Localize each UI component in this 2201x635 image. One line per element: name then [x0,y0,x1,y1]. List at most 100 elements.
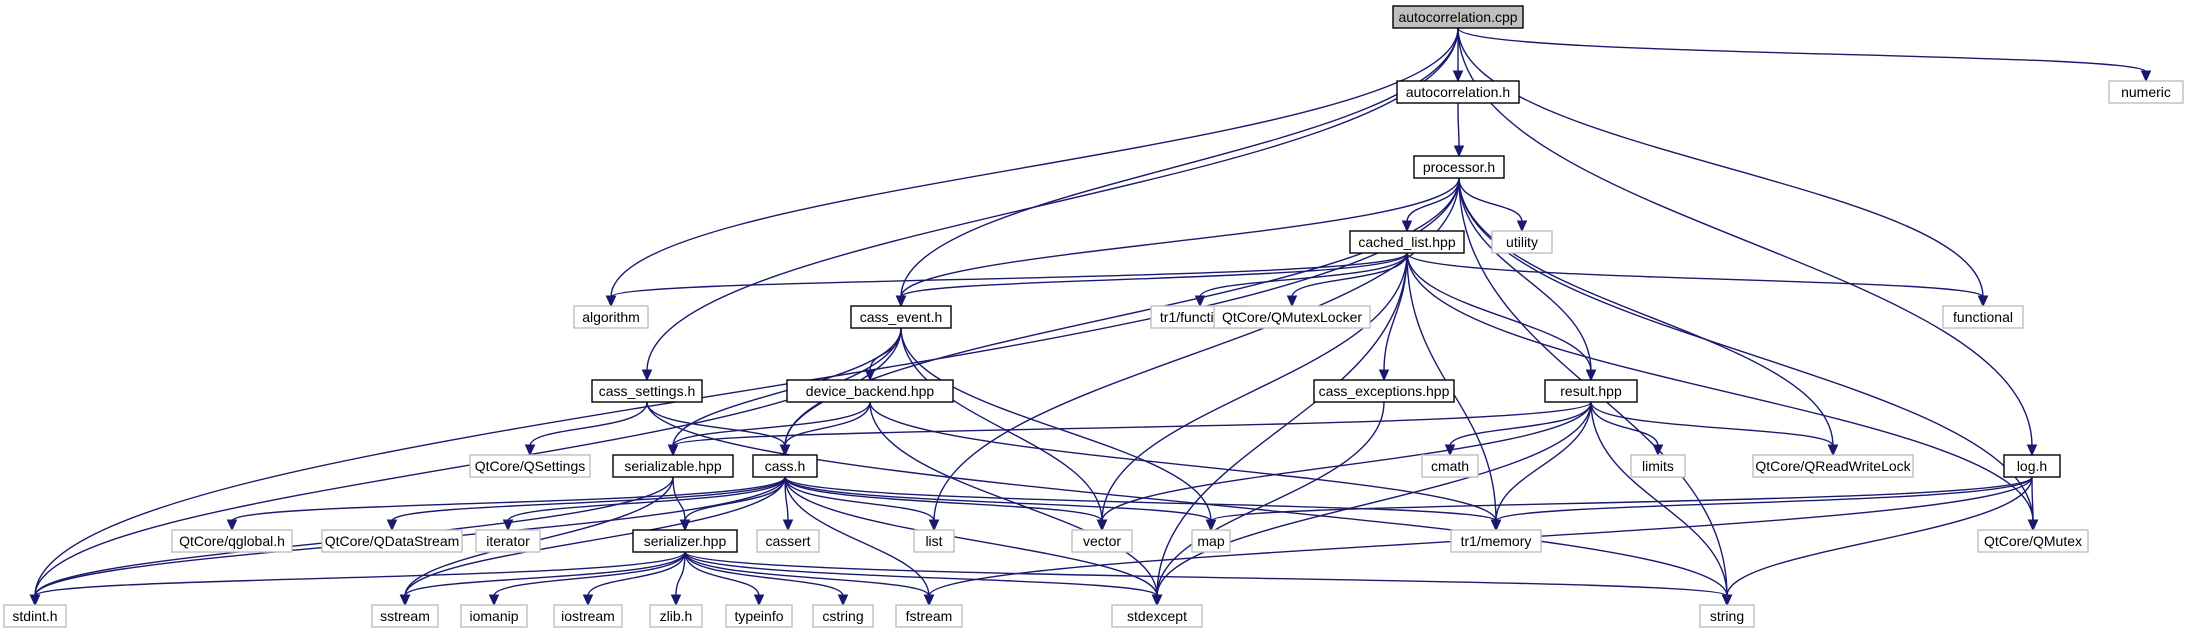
node-label: algorithm [582,309,640,325]
edge-processor_h-to-utility [1458,177,1528,233]
node-label: cass_settings.h [599,383,696,399]
node-cass-h[interactable]: cass.h [752,454,818,478]
node-box [321,529,463,553]
edge-line [1449,401,1592,447]
node-algorithm: algorithm [573,305,649,329]
node-label: QtCore/QDataStream [325,533,460,549]
edge-line [1457,102,1460,148]
edge-line [1590,401,1834,447]
node-typeinfo: typeinfo [725,604,793,628]
node-serializable-hpp[interactable]: serializable.hpp [612,454,734,478]
node-box [2003,454,2061,478]
edge-cass_settings_h-to-qsettings [524,401,648,457]
node-label: stdint.h [12,608,57,624]
node-autocorrelation-h[interactable]: autocorrelation.h [1396,80,1520,104]
edge-line [1406,252,1592,372]
edge-cass_h-to-list [784,476,940,532]
edge-line [507,476,786,522]
edge-serializer_hpp-to-fstream [684,551,935,607]
edge-line [34,551,686,597]
node-cass-settings-h[interactable]: cass_settings.h [591,379,703,403]
node-numeric: numeric [2108,80,2184,104]
node-label: QtCore/qglobal.h [179,533,285,549]
arrowhead-icon [2027,519,2039,532]
node-label: numeric [2121,84,2171,100]
arrowhead-icon [782,519,794,532]
node-processor-h[interactable]: processor.h [1413,155,1505,179]
edge-cass_h-to-qglobal_h [226,476,786,532]
node-label: limits [1642,458,1674,474]
edge-line [646,401,786,447]
edge-line [404,476,786,597]
arrowhead-icon [1378,369,1390,382]
node-iterator: iterator [475,529,541,553]
node-autocorrelation-cpp[interactable]: autocorrelation.cpp [1392,5,1524,29]
edge-serializer_hpp-to-iostream [582,551,686,607]
edge-cass_h-to-tr1_memory [784,476,1502,532]
node-cass-exceptions-hpp[interactable]: cass_exceptions.hpp [1313,379,1455,403]
node-box [1213,305,1371,329]
node-cass-event-h[interactable]: cass_event.h [850,305,952,329]
edge-serializer_hpp-to-sstream [399,551,686,607]
node-label: cassert [765,533,810,549]
node-sstream: sstream [371,604,439,628]
edge-line [1458,177,1523,223]
edge-line [900,177,1460,298]
node-box [475,529,541,553]
node-label: map [1197,533,1224,549]
edge-line [900,252,1408,298]
edge-line [784,476,1212,522]
edge-line [672,401,871,447]
edge-serializer_hpp-to-string [684,551,1733,607]
node-label: QtCore/QSettings [475,458,586,474]
arrowhead-icon [386,519,398,532]
arrowhead-icon [641,369,653,382]
node-serializer-hpp[interactable]: serializer.hpp [632,529,738,553]
node-vector: vector [1071,529,1133,553]
edge-result_hpp-to-stdexcept [1151,401,1592,607]
edge-line [675,551,686,597]
node-box [1191,529,1231,553]
arrowhead-icon [2026,444,2038,457]
node-label: functional [1953,309,2013,325]
arrowhead-icon [1721,594,1733,607]
edge-result_hpp-to-vector [1096,401,1592,532]
arrowhead-icon [1452,70,1464,83]
node-qmutexlocker: QtCore/QMutexLocker [1213,305,1371,329]
node-log-h[interactable]: log.h [2003,454,2061,478]
edge-result_hpp-to-qreadwritelock [1590,401,1839,457]
edge-result_hpp-to-limits [1590,401,1664,457]
arrowhead-icon [923,594,935,607]
node-zlib-h: zlib.h [649,604,703,628]
node-box [553,604,623,628]
node-box [2108,80,2184,104]
node-label: autocorrelation.cpp [1398,9,1517,25]
arrowhead-icon [679,519,691,532]
node-label: stdexcept [1127,608,1187,624]
node-utility: utility [1491,230,1553,254]
arrowhead-icon [524,444,536,457]
edge-serializer_hpp-to-iomanip [488,551,686,607]
node-label: fstream [906,608,953,624]
edge-serializer_hpp-to-stdexcept [684,551,1163,607]
node-device-backend-hpp[interactable]: device_backend.hpp [786,379,954,403]
edge-line [391,476,786,522]
edge-line [610,27,1459,298]
node-result-hpp[interactable]: result.hpp [1544,379,1638,403]
edge-line [1156,401,1592,597]
node-cstring: cstring [812,604,874,628]
edge-line [1291,252,1408,298]
node-label: QtCore/QReadWriteLock [1755,458,1911,474]
node-label: list [925,533,942,549]
edge-line [784,476,1497,522]
node-label: string [1710,608,1744,624]
edge-line [933,177,1460,522]
node-cached-list-hpp[interactable]: cached_list.hpp [1349,230,1465,254]
arrowhead-icon [2140,70,2152,83]
edge-log_h-to-map [1205,476,2033,532]
node-stdint-h: stdint.h [3,604,67,628]
edge-line [2031,476,2034,522]
edge-line [587,551,686,597]
edge-line [900,327,1103,522]
